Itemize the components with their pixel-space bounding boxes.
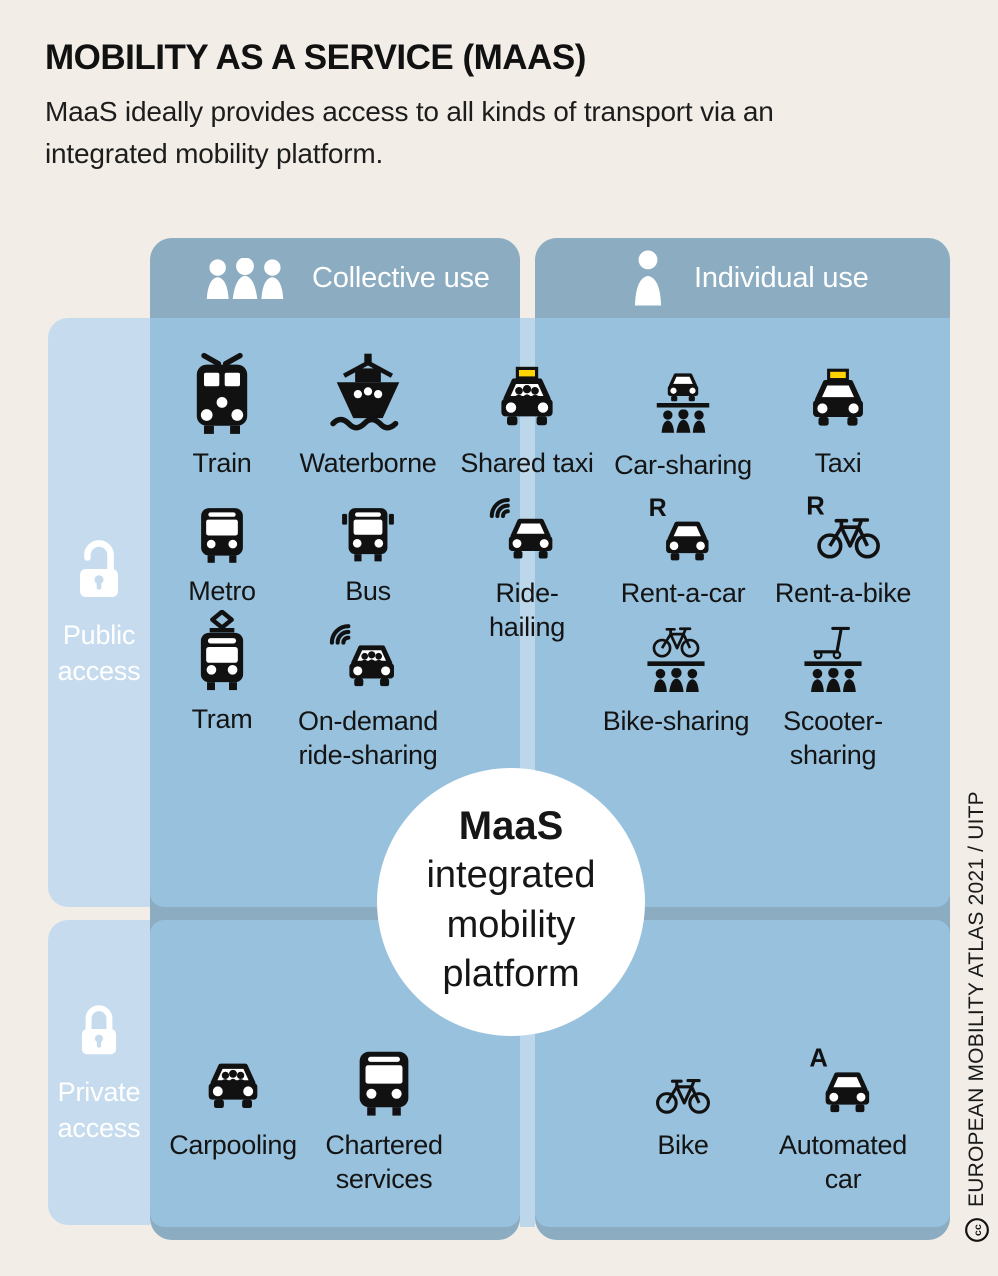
- service-metro: Metro: [162, 498, 282, 608]
- on-demand-ride-sharing-icon: [327, 618, 409, 700]
- service-bike-sharing: Bike-sharing: [586, 616, 766, 738]
- cc-icon: [964, 1217, 990, 1243]
- service-label: Rent-a-bike: [774, 578, 912, 608]
- bus-icon: [332, 498, 404, 570]
- service-label: Taxi: [814, 448, 862, 478]
- train-icon: [177, 352, 267, 442]
- service-train: Train: [162, 352, 282, 480]
- service-label: Bike: [657, 1130, 709, 1160]
- service-label: Rent-a-car: [620, 578, 746, 608]
- column-header-label: Collective use: [312, 261, 490, 294]
- service-rent-a-bike: Rent-a-bike: [753, 492, 933, 610]
- service-bike: Bike: [623, 1062, 743, 1162]
- service-label: Automated car: [779, 1130, 907, 1195]
- rent-a-car-icon: [644, 494, 722, 572]
- service-label: Bus: [345, 576, 391, 606]
- people-group-icon: [204, 258, 286, 299]
- column-header-collective: Collective use: [204, 238, 520, 318]
- service-bus: Bus: [308, 498, 428, 608]
- circle-line: platform: [442, 953, 580, 996]
- service-label: Car-sharing: [614, 450, 752, 480]
- ride-hailing-icon: [487, 492, 567, 572]
- service-on-demand-ride-sharing: On-demand ride-sharing: [283, 618, 453, 772]
- service-automated-car: Automated car: [768, 1044, 918, 1196]
- circle-line: MaaS: [458, 804, 564, 849]
- service-scooter-sharing: Scooter-sharing: [768, 616, 898, 772]
- circle-line: mobility: [446, 903, 576, 946]
- page-title: MOBILITY AS A SERVICE (MAAS): [45, 38, 586, 77]
- service-label: Waterborne: [299, 448, 437, 478]
- service-label: On-demand ride-sharing: [298, 706, 438, 771]
- service-label: Metro: [188, 576, 256, 606]
- maas-platform-circle: MaaS integrated mobility platform: [377, 768, 645, 1036]
- metro-icon: [186, 498, 258, 570]
- rent-a-bike-icon: [803, 492, 883, 572]
- tram-icon: [178, 610, 266, 698]
- credit-text: EUROPEAN MOBILITY ATLAS 2021 / UITP: [965, 791, 988, 1207]
- service-car-sharing: Car-sharing: [603, 362, 763, 482]
- row-header-label: Private access: [57, 1077, 141, 1143]
- subtitle-line-1: MaaS ideally provides access to all kind…: [45, 96, 774, 127]
- open-padlock-icon: [70, 536, 128, 602]
- scooter-sharing-icon: [791, 616, 875, 700]
- row-header-public-access: Public access: [48, 318, 150, 907]
- car-sharing-icon: [642, 362, 724, 444]
- column-header-individual: Individual use: [626, 238, 950, 318]
- service-label: Chartered services: [325, 1130, 443, 1195]
- credit-line: EUROPEAN MOBILITY ATLAS 2021 / UITP: [964, 791, 990, 1243]
- bike-icon: [651, 1062, 715, 1124]
- waterborne-icon: [322, 350, 414, 442]
- service-label: Bike-sharing: [602, 706, 750, 736]
- row-header-label: Public access: [57, 620, 141, 686]
- service-label: Train: [192, 448, 252, 478]
- service-shared-taxi: Shared taxi: [447, 362, 607, 480]
- service-chartered-services: Chartered services: [309, 1040, 459, 1196]
- person-icon: [626, 249, 670, 307]
- service-carpooling: Carpooling: [153, 1048, 313, 1162]
- service-label: Carpooling: [169, 1130, 297, 1160]
- subtitle-line-2: integrated mobility platform.: [45, 138, 384, 169]
- service-label: Tram: [191, 704, 253, 734]
- service-taxi: Taxi: [778, 364, 898, 480]
- service-ride-hailing: Ride-hailing: [472, 492, 582, 644]
- carpooling-icon: [195, 1048, 271, 1124]
- column-header-label: Individual use: [694, 261, 869, 294]
- circle-line: integrated: [426, 854, 596, 897]
- taxi-icon: [799, 364, 877, 442]
- automated-car-icon: [803, 1044, 883, 1124]
- service-waterborne: Waterborne: [288, 350, 448, 480]
- shared-taxi-icon: [487, 362, 567, 442]
- row-header-private-access: Private access: [48, 920, 150, 1225]
- closed-padlock-icon: [73, 999, 125, 1059]
- bike-sharing-icon: [634, 616, 718, 700]
- service-rent-a-car: Rent-a-car: [598, 494, 768, 610]
- service-tram: Tram: [162, 610, 282, 736]
- chartered-services-icon: [342, 1040, 426, 1124]
- service-label: Scooter-sharing: [783, 706, 883, 771]
- service-label: Ride-hailing: [489, 578, 565, 643]
- service-label: Shared taxi: [460, 448, 594, 478]
